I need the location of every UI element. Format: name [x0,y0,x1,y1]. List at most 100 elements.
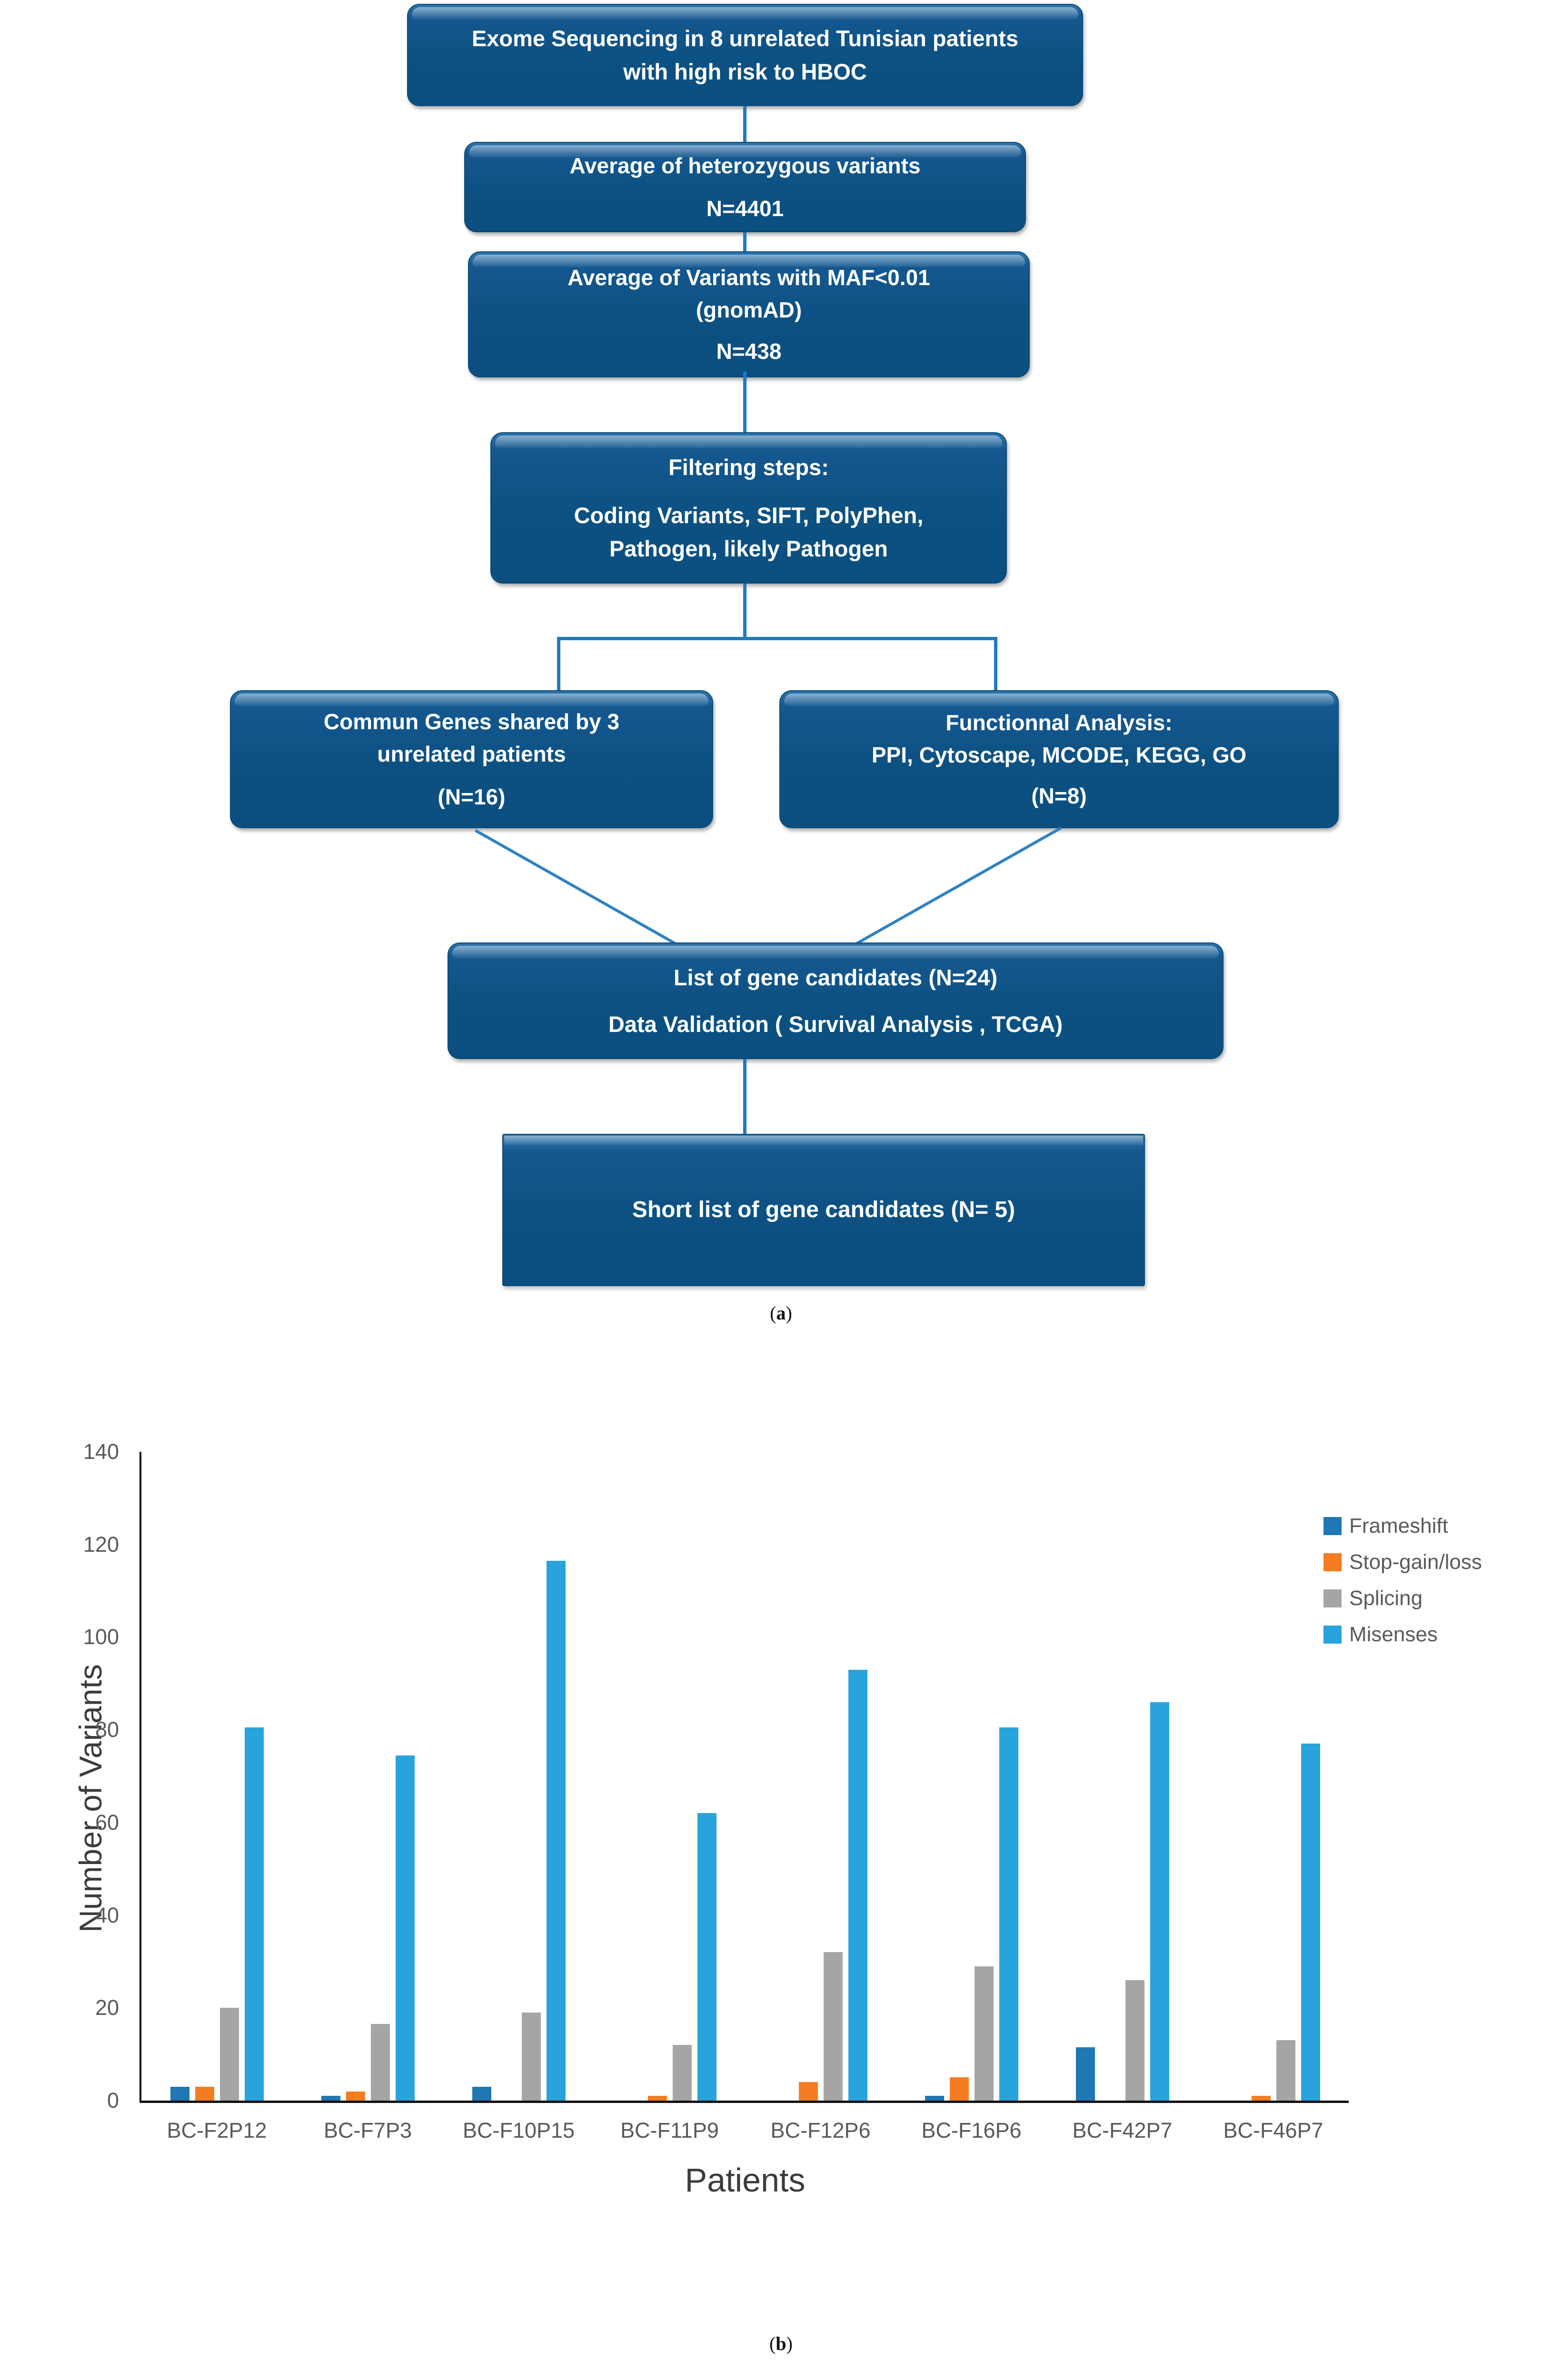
bar[interactable] [1276,2040,1295,2101]
flow-node-line: N=438 [716,338,782,364]
flow-node-exome-sequencing[interactable]: Exome Sequencing in 8 unrelated Tunisian… [407,4,1083,106]
flow-node-line: Functionnal Analysis: [945,710,1173,735]
bar[interactable] [1075,2047,1095,2101]
bar[interactable] [999,1727,1018,2101]
flow-node-line: Pathogen, likely Pathogen [609,536,888,561]
flow-node-maf-average[interactable]: Average of Variants with MAF<0.01 (gnomA… [468,251,1030,377]
flow-node-line: (N=8) [1031,783,1087,809]
flow-node-gene-candidates[interactable]: List of gene candidates (N=24) Data Vali… [448,942,1224,1059]
legend-label: Frameshift [1349,1514,1448,1537]
legend-item[interactable]: Stop-gain/loss [1323,1544,1482,1580]
flow-node-short-list[interactable]: Short list of gene candidates (N= 5) [502,1134,1145,1286]
connector-filter-left-down [557,637,560,692]
bar-group [1047,1452,1198,2101]
x-axis-tick-label: BC-F7P3 [323,2118,412,2142]
bar[interactable] [672,2045,692,2101]
legend-color-swatch [1323,1626,1342,1644]
flow-node-line: Exome Sequencing in 8 unrelated Tunisian… [471,25,1019,51]
flow-node-line: Average of Variants with MAF<0.01 [567,265,930,290]
bar[interactable] [395,1755,415,2101]
connector-het-to-maf [743,232,746,251]
connector-exome-to-het [743,106,746,142]
bar[interactable] [798,2082,818,2101]
flow-node-line: Data Validation ( Survival Analysis , TC… [608,1011,1063,1037]
legend-label: Splicing [1349,1587,1423,1610]
bar[interactable] [321,2096,340,2101]
y-axis-tick-label: 40 [95,1903,119,1927]
y-axis-tick-label: 20 [95,1995,119,2020]
flow-node-line: with high risk to HBOC [623,59,867,84]
connector-filter-right-down [994,637,997,692]
bar-group [292,1452,443,2101]
flow-node-commun-genes[interactable]: Commun Genes shared by 3 unrelated patie… [230,690,713,828]
bar[interactable] [823,1952,843,2101]
x-axis-tick-label: BC-F12P6 [770,2118,871,2142]
flow-node-line: Coding Variants, SIFT, PolyPhen, [574,503,924,528]
panel-a-caption: (a) [770,1302,792,1324]
bar[interactable] [244,1727,264,2101]
bar[interactable] [1125,1980,1144,2101]
bar[interactable] [219,2008,239,2101]
bar[interactable] [848,1669,867,2101]
connector-candidates-to-short [743,1059,746,1141]
flow-node-line: N=4401 [706,196,784,221]
legend-color-swatch [1323,1589,1342,1607]
bar-group [594,1452,745,2101]
bar-group [745,1452,896,2101]
bar-group [443,1452,594,2101]
bar[interactable] [1301,1744,1320,2101]
flow-node-heterozygous-average[interactable]: Average of heterozygous variants N=4401 [464,142,1026,232]
flow-node-line: PPI, Cytoscape, MCODE, KEGG, GO [871,742,1247,767]
x-axis-tick-label: BC-F11P9 [620,2118,719,2142]
bar-group [1198,1452,1349,2101]
bar[interactable] [1150,1702,1169,2101]
y-axis-tick-label: 60 [95,1810,119,1835]
bar[interactable] [472,2086,491,2101]
flow-node-functional-analysis[interactable]: Functionnal Analysis: PPI, Cytoscape, MC… [779,690,1339,828]
connector-filter-split [557,637,997,640]
flow-node-line: (gnomAD) [696,298,802,323]
legend-item[interactable]: Splicing [1323,1580,1482,1616]
x-axis-tick-label: BC-F16P6 [921,2118,1022,2142]
legend-color-swatch [1323,1553,1342,1571]
bar[interactable] [974,1966,994,2101]
bar[interactable] [370,2024,390,2101]
flow-node-line: Short list of gene candidates (N= 5) [632,1197,1015,1223]
flow-node-filtering-steps[interactable]: Filtering steps: Coding Variants, SIFT, … [490,432,1007,584]
flow-node-line: (N=16) [438,784,506,810]
bar[interactable] [1251,2096,1271,2101]
legend-item[interactable]: Misenses [1323,1616,1482,1653]
x-axis-tick-label: BC-F46P7 [1223,2118,1323,2142]
x-axis-tick-label: BC-F42P7 [1072,2118,1173,2142]
y-axis-tick-label: 80 [95,1717,119,1742]
bar[interactable] [546,1560,566,2101]
bar-groups [141,1452,1349,2101]
bar[interactable] [647,2096,667,2101]
legend-label: Stop-gain/loss [1349,1550,1482,1574]
bar-group [141,1452,292,2101]
bar[interactable] [949,2077,969,2101]
bar[interactable] [697,1813,716,2101]
bar[interactable] [195,2086,214,2101]
connector-maf-to-filter [743,371,746,432]
flow-node-line: Commun Genes shared by 3 [323,709,620,734]
bar[interactable] [346,2091,365,2101]
connector-filter-down [743,584,746,639]
y-axis-tick-label: 120 [83,1532,119,1557]
flowchart-panel: Exome Sequencing in 8 unrelated Tunisian… [230,4,1339,1324]
flow-node-line: unrelated patients [377,741,566,766]
y-axis-tick-label: 100 [83,1625,119,1649]
panel-b-caption: (b) [769,2333,793,2354]
legend-label: Misenses [1349,1623,1438,1646]
bar[interactable] [521,2013,541,2101]
bar-group [896,1452,1047,2101]
legend-color-swatch [1323,1517,1342,1535]
bar[interactable] [925,2096,944,2101]
bar[interactable] [170,2086,189,2101]
legend-item[interactable]: Frameshift [1323,1508,1482,1544]
y-axis-tick-label: 140 [83,1439,119,1464]
